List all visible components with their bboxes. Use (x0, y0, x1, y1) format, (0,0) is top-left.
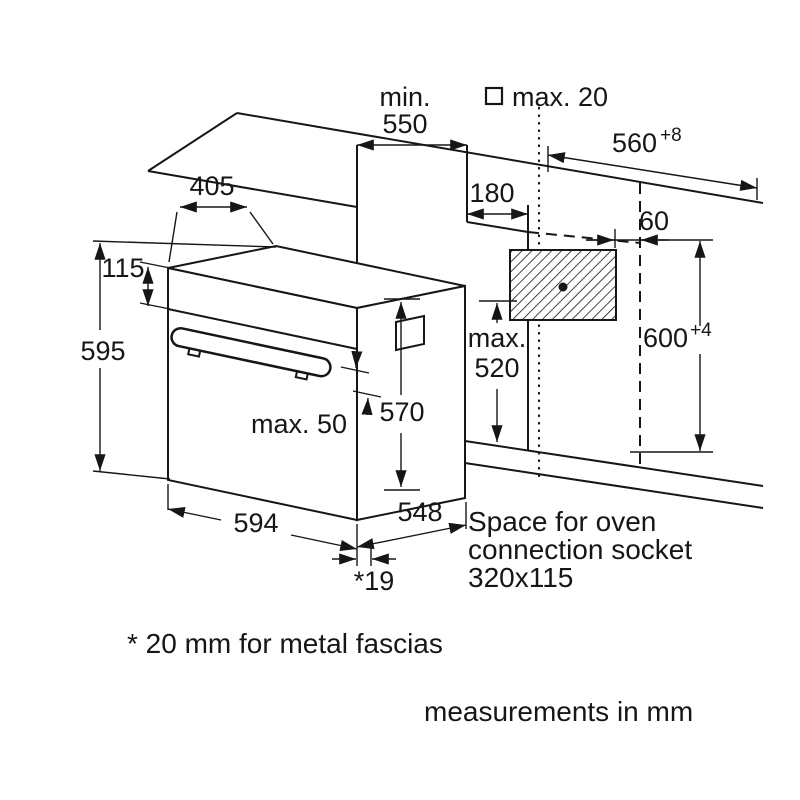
fascia-note: * 20 mm for metal fascias (127, 628, 443, 659)
dim-548: 548 (356, 497, 467, 550)
dim-570-label: 570 (379, 397, 424, 427)
dim-max520: max. 520 (468, 300, 527, 442)
oven (167, 244, 466, 522)
dim-600-tolerance: +4 (690, 320, 712, 341)
worktop-left-edge (147, 112, 238, 172)
niche-floor-back-edge (464, 462, 764, 509)
extension-line (249, 211, 274, 245)
units-note: measurements in mm (424, 696, 693, 727)
side-vent-rect (395, 314, 425, 352)
dim-115: 115 (101, 253, 171, 310)
socket-note-line3: 320x115 (468, 562, 573, 593)
socket-note: Space for oven connection socket 320x115 (468, 506, 692, 593)
dim-60: 60 (586, 206, 713, 248)
dim-180-label: 180 (469, 178, 514, 208)
dim-line (356, 522, 467, 550)
dim-arrow (351, 348, 363, 369)
square-symbol-icon (484, 86, 504, 106)
dim-550: min. 550 (357, 82, 467, 151)
niche-ceiling-hidden-edge (527, 231, 641, 244)
dim-594: 594 (167, 484, 358, 566)
dim-115-label: 115 (101, 253, 144, 283)
dim-180: 180 (467, 178, 528, 220)
extension-line (352, 390, 382, 398)
dim-line (547, 152, 758, 191)
extension-line (139, 261, 171, 269)
dim-405: 405 (168, 171, 274, 263)
extension-line (168, 211, 178, 263)
dim-560: 560 +8 (547, 125, 758, 200)
dim-19-label: *19 (354, 566, 395, 596)
dim-595: 595 (80, 240, 277, 480)
dim-line (167, 506, 222, 521)
dim-60-label: 60 (639, 206, 669, 236)
cabinet-niche (356, 106, 764, 509)
dim-550-label: 550 (382, 109, 427, 139)
dim-line (290, 534, 358, 551)
extension-line (92, 470, 171, 480)
dim-560-tolerance: +8 (660, 125, 682, 146)
dim-max20-label: max. 20 (512, 82, 608, 112)
niche-floor-front-edge (464, 440, 764, 487)
dim-560-label: 560 (612, 128, 657, 158)
dim-600-label: 600 (643, 323, 688, 353)
dim-max50-label: max. 50 (251, 409, 347, 439)
socket-center-dot (558, 282, 568, 292)
extension-line (340, 366, 370, 374)
dim-max50: max. 50 (251, 348, 382, 439)
dim-548-label: 548 (397, 497, 442, 527)
dim-arrow (361, 397, 373, 416)
extension-line (92, 240, 277, 248)
oven-front-face (167, 266, 358, 522)
dim-600: 600 +4 (630, 241, 713, 453)
dim-405-label: 405 (189, 171, 234, 201)
socket-note-line1: Space for oven (468, 506, 656, 537)
dim-max520-label-1: max. (468, 323, 527, 353)
socket-note-line2: connection socket (468, 534, 692, 565)
dim-570: 570 (379, 298, 425, 491)
control-panel-line (167, 308, 358, 350)
handle-bar (170, 327, 332, 378)
dim-550-min-label: min. (379, 82, 430, 112)
dim-594-label: 594 (233, 508, 278, 538)
dim-595-label: 595 (80, 336, 125, 366)
niche-ceiling-front-edge (466, 221, 529, 233)
dim-max520-label-2: 520 (474, 353, 519, 383)
dim-max20: max. 20 (484, 82, 608, 112)
door-handle (170, 327, 332, 381)
extension-line (139, 302, 171, 310)
socket-space (509, 249, 617, 321)
worktop-front-edge (147, 170, 358, 208)
dim-19: *19 (332, 541, 396, 596)
